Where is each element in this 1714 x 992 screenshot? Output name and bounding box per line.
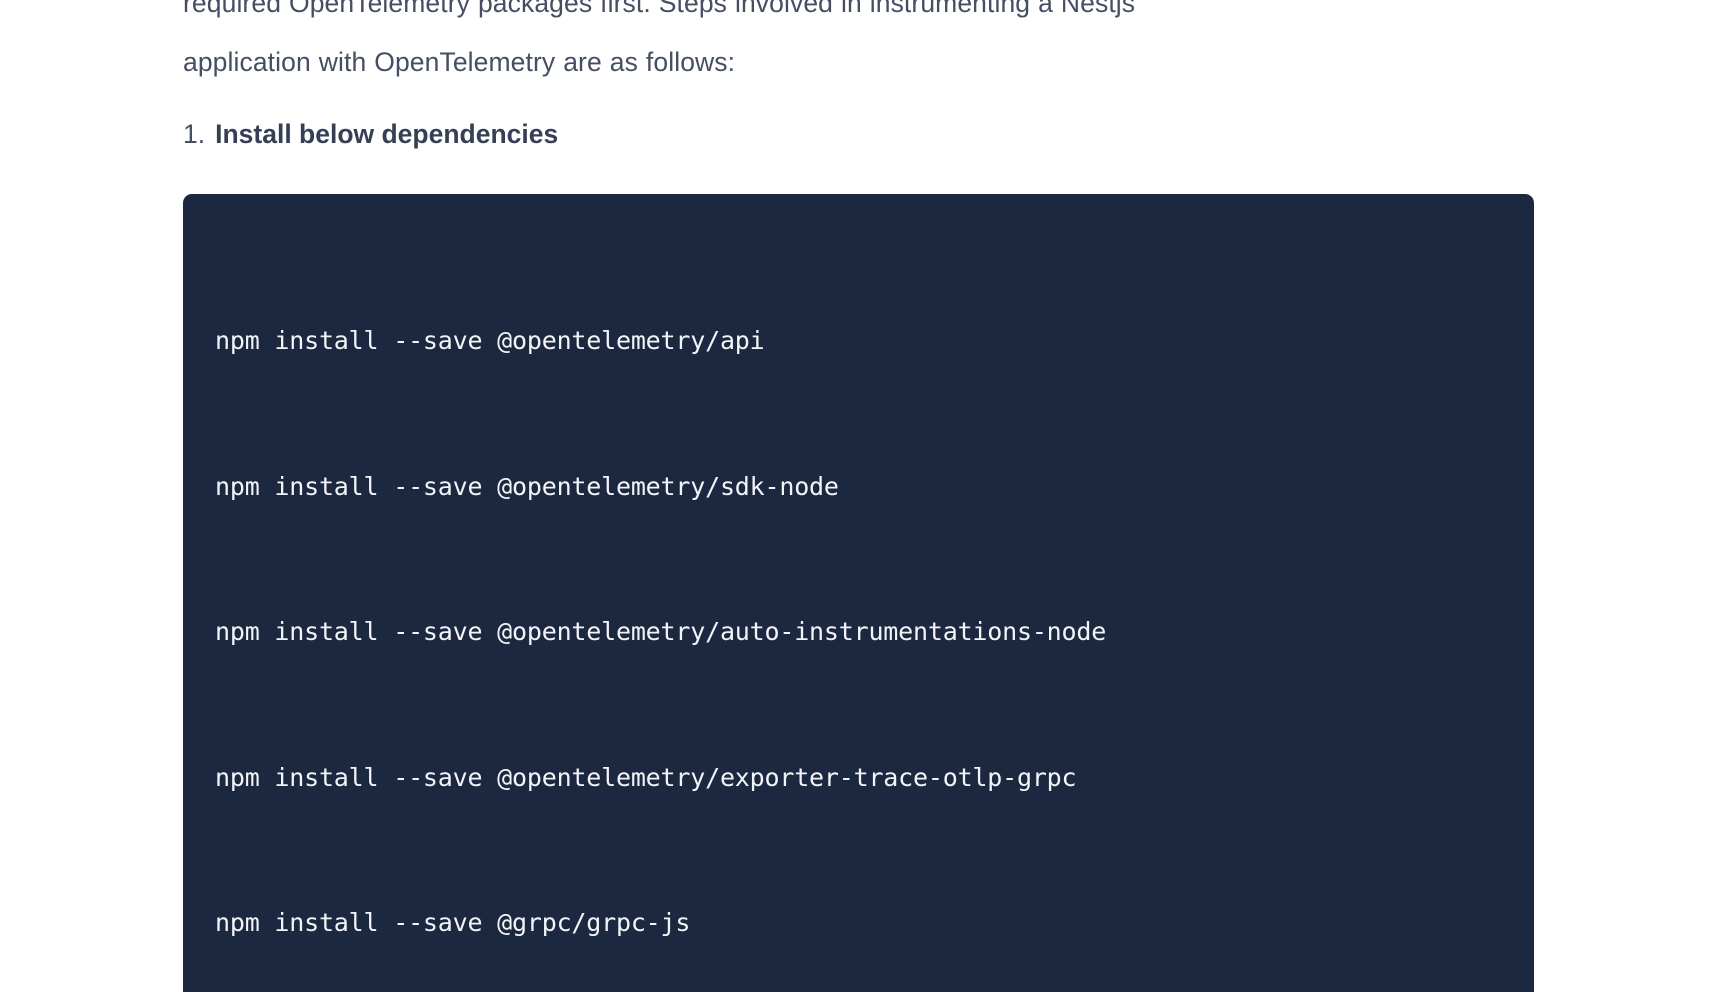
list-item-text: Install below dependencies <box>215 119 559 149</box>
intro-paragraph-line-2: application with OpenTelemetry are as fo… <box>183 47 736 77</box>
code-line: npm install --save @grpc/grpc-js <box>215 908 691 937</box>
step-list-1: 1. Install below dependencies <box>183 114 1534 154</box>
code-line: npm install --save @opentelemetry/api <box>215 326 765 355</box>
list-item: 1. Install below dependencies <box>183 114 1534 154</box>
article-content: required OpenTelemetry packages first. S… <box>183 0 1534 992</box>
spacer <box>183 154 1534 194</box>
code-line: npm install --save @opentelemetry/auto-i… <box>215 617 1107 646</box>
list-marker: 1. <box>183 119 206 149</box>
spacer <box>183 92 1534 114</box>
list-item-body: Install below dependencies <box>215 114 1534 154</box>
code-line: npm install --save @opentelemetry/export… <box>215 762 1077 792</box>
code-block-install-dependencies[interactable]: npm install --save @opentelemetry/api np… <box>183 194 1534 992</box>
code-line: npm install --save @opentelemetry/sdk-no… <box>215 471 839 501</box>
intro-paragraph-line-1: required OpenTelemetry packages first. S… <box>183 0 1136 18</box>
